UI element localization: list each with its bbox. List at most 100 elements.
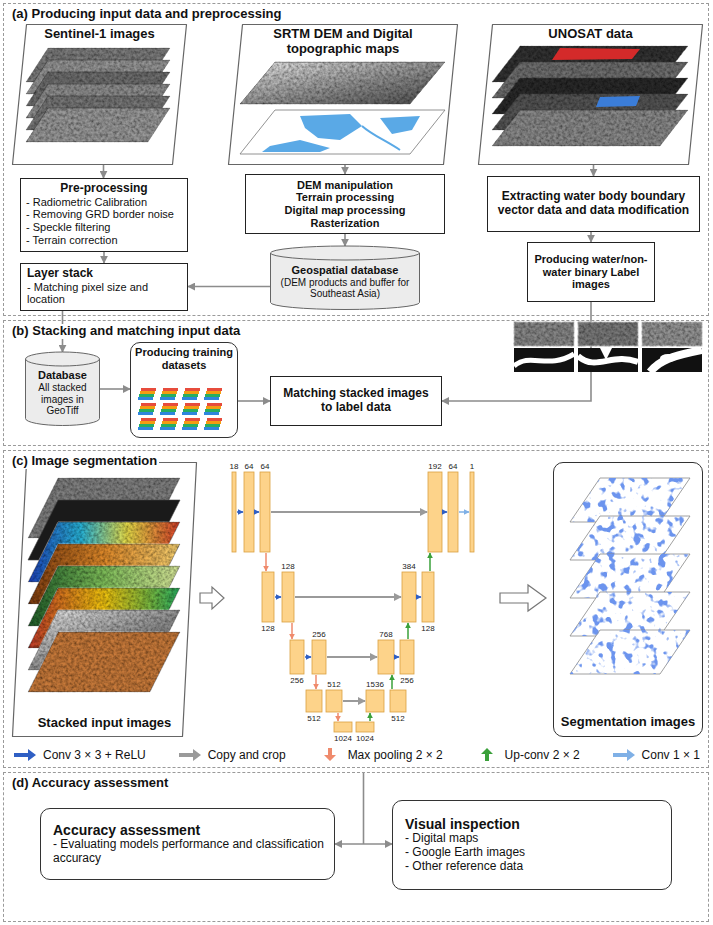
node-heading: (b) Stacking and matching input data bbox=[10, 324, 242, 339]
node-heading: UNOSAT data bbox=[494, 27, 687, 42]
legend-text: Conv 3 × 3 + ReLU bbox=[43, 748, 146, 762]
legend-item: Copy and crop bbox=[177, 748, 286, 762]
label-image-set bbox=[600, 348, 612, 360]
flow-arrow bbox=[103, 165, 105, 178]
channel-count: 18 bbox=[230, 462, 239, 471]
process-box: Layer stack- Matching pixel size and loc… bbox=[20, 263, 188, 311]
text-group: Layer stack- Matching pixel size and loc… bbox=[27, 267, 181, 306]
label-image-set bbox=[514, 348, 574, 372]
channel-count: 1536 bbox=[366, 680, 384, 689]
assessment-link-line bbox=[363, 772, 365, 844]
node-heading: (d) Accuracy assessment bbox=[10, 776, 170, 791]
legend-arrow bbox=[481, 748, 493, 761]
node-text: Rasterization bbox=[251, 217, 439, 230]
flow-arrow bbox=[344, 165, 346, 174]
channel-count: 256 bbox=[312, 630, 325, 639]
unet-feature-maps bbox=[326, 690, 342, 712]
flow-block-arrow bbox=[200, 587, 224, 609]
label-image-set bbox=[578, 322, 638, 346]
unet-feature-maps bbox=[470, 472, 474, 552]
cylinder-body bbox=[26, 352, 100, 426]
node-text: - Radiometric Calibration bbox=[26, 196, 182, 209]
legend-text: Max pooling 2 × 2 bbox=[348, 748, 443, 762]
node-heading: Accuracy assessment bbox=[53, 822, 324, 838]
segmentation-stack bbox=[570, 630, 690, 674]
training-cube-grid bbox=[138, 403, 156, 415]
node-heading: Layer stack bbox=[27, 267, 181, 281]
unet-upconv-arrow bbox=[369, 713, 371, 721]
data-panel: UNOSAT data bbox=[478, 24, 703, 165]
process-box: Matching stacked images to label data bbox=[270, 376, 442, 426]
unet-pool-arrow bbox=[266, 553, 338, 721]
node-heading: (a) Producing input data and preprocessi… bbox=[10, 7, 283, 22]
channel-count: 256 bbox=[400, 676, 413, 685]
unet-upconv-arrow bbox=[407, 623, 409, 639]
sar-image-stack bbox=[26, 108, 170, 142]
panel-outline bbox=[12, 462, 197, 737]
training-cube-grid bbox=[138, 388, 156, 400]
unet-copy-arrow bbox=[343, 700, 365, 702]
legend-arrow bbox=[14, 749, 36, 761]
channel-count: 1 bbox=[470, 462, 474, 471]
unet-pool-arrow bbox=[315, 675, 317, 689]
node-heading: Segmentation images bbox=[558, 715, 698, 730]
training-cube-grid bbox=[160, 388, 178, 400]
text-group: (c) Image segmentation bbox=[10, 454, 159, 469]
text-group: Pre-processing- Radiometric Calibration-… bbox=[26, 182, 182, 246]
flow-arrow bbox=[238, 400, 270, 402]
unet-copy-arrow bbox=[271, 511, 427, 513]
node-heading: Stacked input images bbox=[22, 716, 187, 731]
channel-count: 512 bbox=[327, 680, 340, 689]
channel-count: 1024 bbox=[356, 734, 374, 743]
channel-count: 64 bbox=[261, 462, 270, 471]
database-cylinder: Geospatial database(DEM products and buf… bbox=[270, 246, 420, 310]
flow-arrow bbox=[593, 165, 595, 176]
legend-symbol bbox=[177, 748, 203, 762]
unet-feature-maps bbox=[378, 640, 394, 674]
section-band: Stacked input images Segmentation images (… bbox=[3, 450, 709, 768]
unet-conv-arrow bbox=[395, 656, 399, 658]
channel-count: 128 bbox=[281, 562, 294, 571]
segmentation-stack bbox=[570, 478, 690, 522]
legend-symbol bbox=[12, 748, 38, 762]
dem-map-stack bbox=[240, 110, 445, 154]
node-heading: Visual inspection bbox=[405, 816, 661, 832]
node-text: Digital map processing bbox=[251, 204, 439, 217]
legend-symbol bbox=[317, 748, 343, 762]
unet-feature-maps bbox=[262, 572, 274, 622]
section-band: Sentinel-1 imagesSRTM DEM and Digital to… bbox=[3, 3, 709, 316]
segmentation-stack bbox=[570, 592, 690, 636]
label-image-set bbox=[578, 348, 638, 372]
node-heading: Geospatial database bbox=[275, 264, 415, 277]
panel-outline bbox=[12, 24, 187, 165]
unet-pool-arrow bbox=[337, 713, 339, 721]
unet-feature-maps bbox=[232, 472, 236, 552]
flow-arrow bbox=[188, 286, 270, 288]
channel-count: 64 bbox=[245, 462, 254, 471]
node-heading: (c) Image segmentation bbox=[10, 454, 159, 469]
text-group: Accuracy assessment- Evaluating models p… bbox=[53, 822, 324, 866]
label-image-set bbox=[660, 354, 676, 362]
process-box: DEM manipulationTerrain processingDigita… bbox=[245, 174, 445, 234]
legend: Conv 3 × 3 + ReLU Copy and crop Max poolin… bbox=[12, 748, 700, 762]
text-group: (b) Stacking and matching input data bbox=[10, 324, 242, 339]
training-cube-grid bbox=[204, 418, 222, 430]
panel-outline bbox=[478, 24, 703, 165]
unet-copy-arrow bbox=[327, 656, 377, 658]
cylinder-body bbox=[271, 246, 420, 310]
legend-symbol bbox=[474, 748, 500, 762]
node-heading: Extracting water body boundary vector da… bbox=[494, 190, 693, 218]
segmentation-stack bbox=[570, 630, 690, 674]
segmentation-stack bbox=[570, 478, 690, 674]
legend-text: Up-conv 2 × 2 bbox=[505, 748, 580, 762]
text-group: (a) Producing input data and preprocessi… bbox=[10, 7, 283, 22]
text-group: Stacked input images bbox=[22, 716, 187, 731]
channel-count: 768 bbox=[379, 630, 392, 639]
unet-conv-arrow bbox=[417, 596, 421, 598]
unet-output-arrow bbox=[459, 511, 469, 513]
training-cube-grid bbox=[182, 418, 200, 430]
unosat-image-stack bbox=[552, 48, 640, 60]
sar-image-stack bbox=[26, 48, 170, 142]
flow-arrow bbox=[590, 232, 592, 242]
